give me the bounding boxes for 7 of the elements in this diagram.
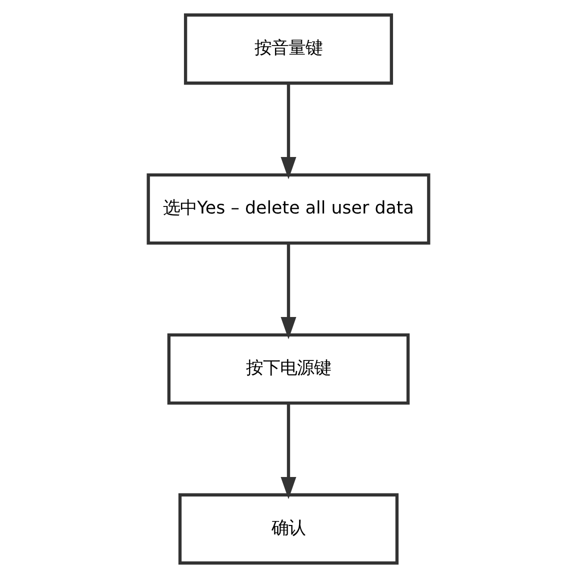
node-box: 选中Yes – delete all user data: [146, 173, 430, 245]
node-box: 确认: [178, 493, 399, 565]
node-box: 按下电源键: [167, 333, 410, 405]
arrow: [280, 243, 296, 340]
arrow: [280, 83, 296, 180]
arrow: [280, 403, 296, 500]
node-box: 按音量键: [184, 13, 394, 85]
